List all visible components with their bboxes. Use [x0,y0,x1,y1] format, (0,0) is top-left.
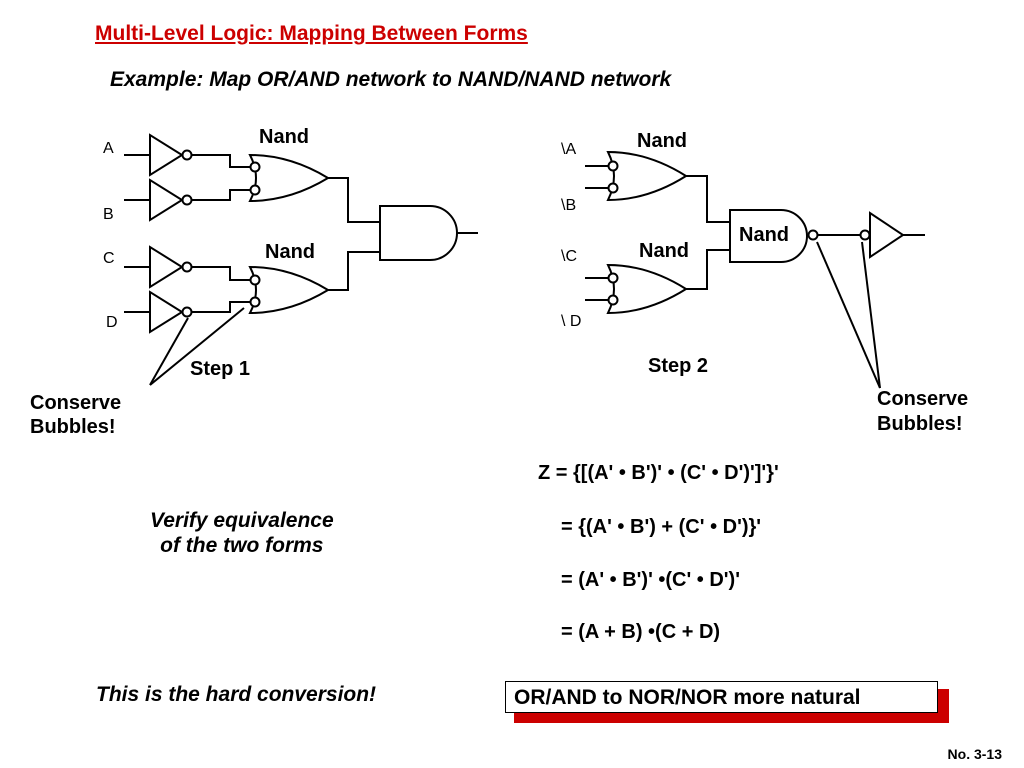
page-subtitle: Example: Map OR/AND network to NAND/NAND… [110,68,672,91]
or-bottom2-bubble-1 [607,272,619,284]
or-gate-bottom [248,265,330,315]
gate-label-nand-bottom-2: Nand [639,240,689,262]
conserve-note-2a: Conserve [877,388,969,410]
gate-label-nand-bottom: Nand [265,241,315,263]
input-label-not-c: \C [561,248,577,265]
gate-label-nand-top: Nand [259,126,309,148]
step1-label: Step 1 [190,358,251,380]
or-bottom-bubble-1 [249,274,261,286]
nand-gate-out [729,209,808,263]
conserve-note-1b: Bubbles! [30,416,116,438]
or-top-bubble-2 [249,184,261,196]
or-bottom2-bubble-2 [607,294,619,306]
conserve-note-2b: Bubbles! [877,413,963,435]
verify-line-2: of the two forms [160,534,324,557]
gate-label-nand-top-2: Nand [637,130,687,152]
equation-line-1: Z = {[(A' • B')' • (C' • D')']'}' [538,462,779,484]
verify-line-1: Verify equivalence [150,509,334,532]
inverter-in-bubble [859,229,871,241]
page-title: Multi-Level Logic: Mapping Between Forms [95,22,528,45]
inverter-d [149,290,184,334]
and-gate [379,205,458,261]
verify-note: Verify equivalence of the two forms [150,508,334,558]
natural-note-box: OR/AND to NOR/NOR more natural [505,681,938,713]
input-label-c: C [103,250,115,267]
bubble-d [181,306,193,318]
bubble-c [181,261,193,273]
or-gate-bottom-2 [606,263,688,315]
input-label-b: B [103,206,114,223]
or-gate-top-2 [606,150,688,202]
input-label-d: D [106,314,118,331]
nand-out-bubble [807,229,819,241]
or-top2-bubble-2 [607,182,619,194]
or-top2-bubble-1 [607,160,619,172]
or-top-bubble-1 [249,161,261,173]
inverter-b [149,178,184,222]
output-inverter [869,211,905,259]
conserve-note-1a: Conserve [30,392,122,414]
input-label-a: A [103,140,114,157]
bubble-b [181,194,193,206]
gate-label-nand-out: Nand [739,224,789,246]
input-label-not-a: \A [561,141,577,158]
inverter-c [149,245,184,289]
input-label-not-b: \B [561,197,577,214]
hard-conversion-note: This is the hard conversion! [96,683,377,706]
bubble-a [181,149,193,161]
equation-line-4: = (A + B) •(C + D) [561,621,721,643]
equation-line-2: = {(A' • B') + (C' • D')}' [561,516,762,538]
step2-label: Step 2 [648,355,709,377]
equation-line-3: = (A' • B')' •(C' • D')' [561,569,740,591]
inverter-a [149,133,184,177]
page-number: No. 3-13 [947,746,1002,762]
or-bottom-bubble-2 [249,296,261,308]
input-label-not-d: \ D [561,313,582,330]
or-gate-top [248,153,330,203]
